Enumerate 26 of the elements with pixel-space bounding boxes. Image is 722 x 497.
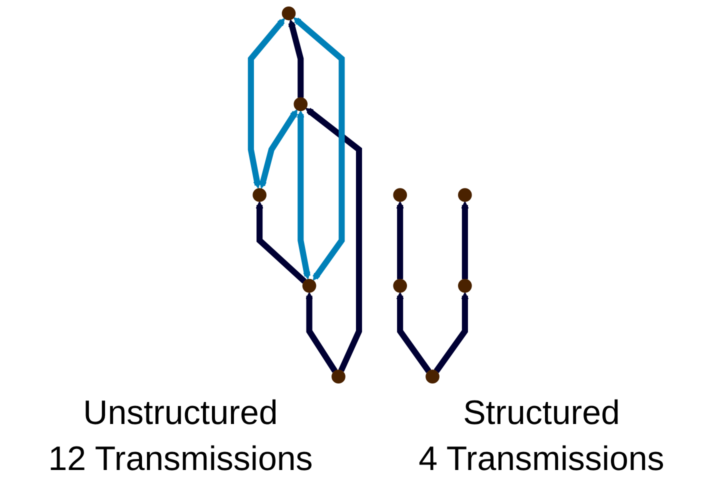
- node-circle: [331, 370, 346, 384]
- arrow: [396, 292, 432, 374]
- arrow: [434, 292, 469, 374]
- arrow: [396, 201, 404, 280]
- caption: Unstructured: [83, 393, 278, 434]
- arrow: [305, 292, 338, 373]
- node-circle: [252, 188, 266, 202]
- node-circle: [458, 188, 472, 202]
- arrow: [288, 19, 304, 98]
- arrow: [305, 108, 362, 372]
- caption: Structured: [463, 393, 620, 434]
- arrow: [248, 18, 285, 189]
- node-circle: [282, 6, 296, 20]
- node-circle: [458, 278, 472, 293]
- node-circle: [302, 278, 316, 293]
- node-circle: [393, 188, 407, 202]
- arrow: [460, 201, 469, 280]
- arrow: [256, 201, 306, 284]
- node-circle: [393, 278, 407, 293]
- arrow: [258, 109, 298, 189]
- arrow: [293, 17, 345, 281]
- node-circle: [425, 370, 440, 384]
- arrow: [296, 110, 310, 280]
- caption: 12 Transmissions: [48, 439, 313, 480]
- caption: 4 Transmissions: [418, 439, 664, 480]
- node-circle: [294, 97, 308, 112]
